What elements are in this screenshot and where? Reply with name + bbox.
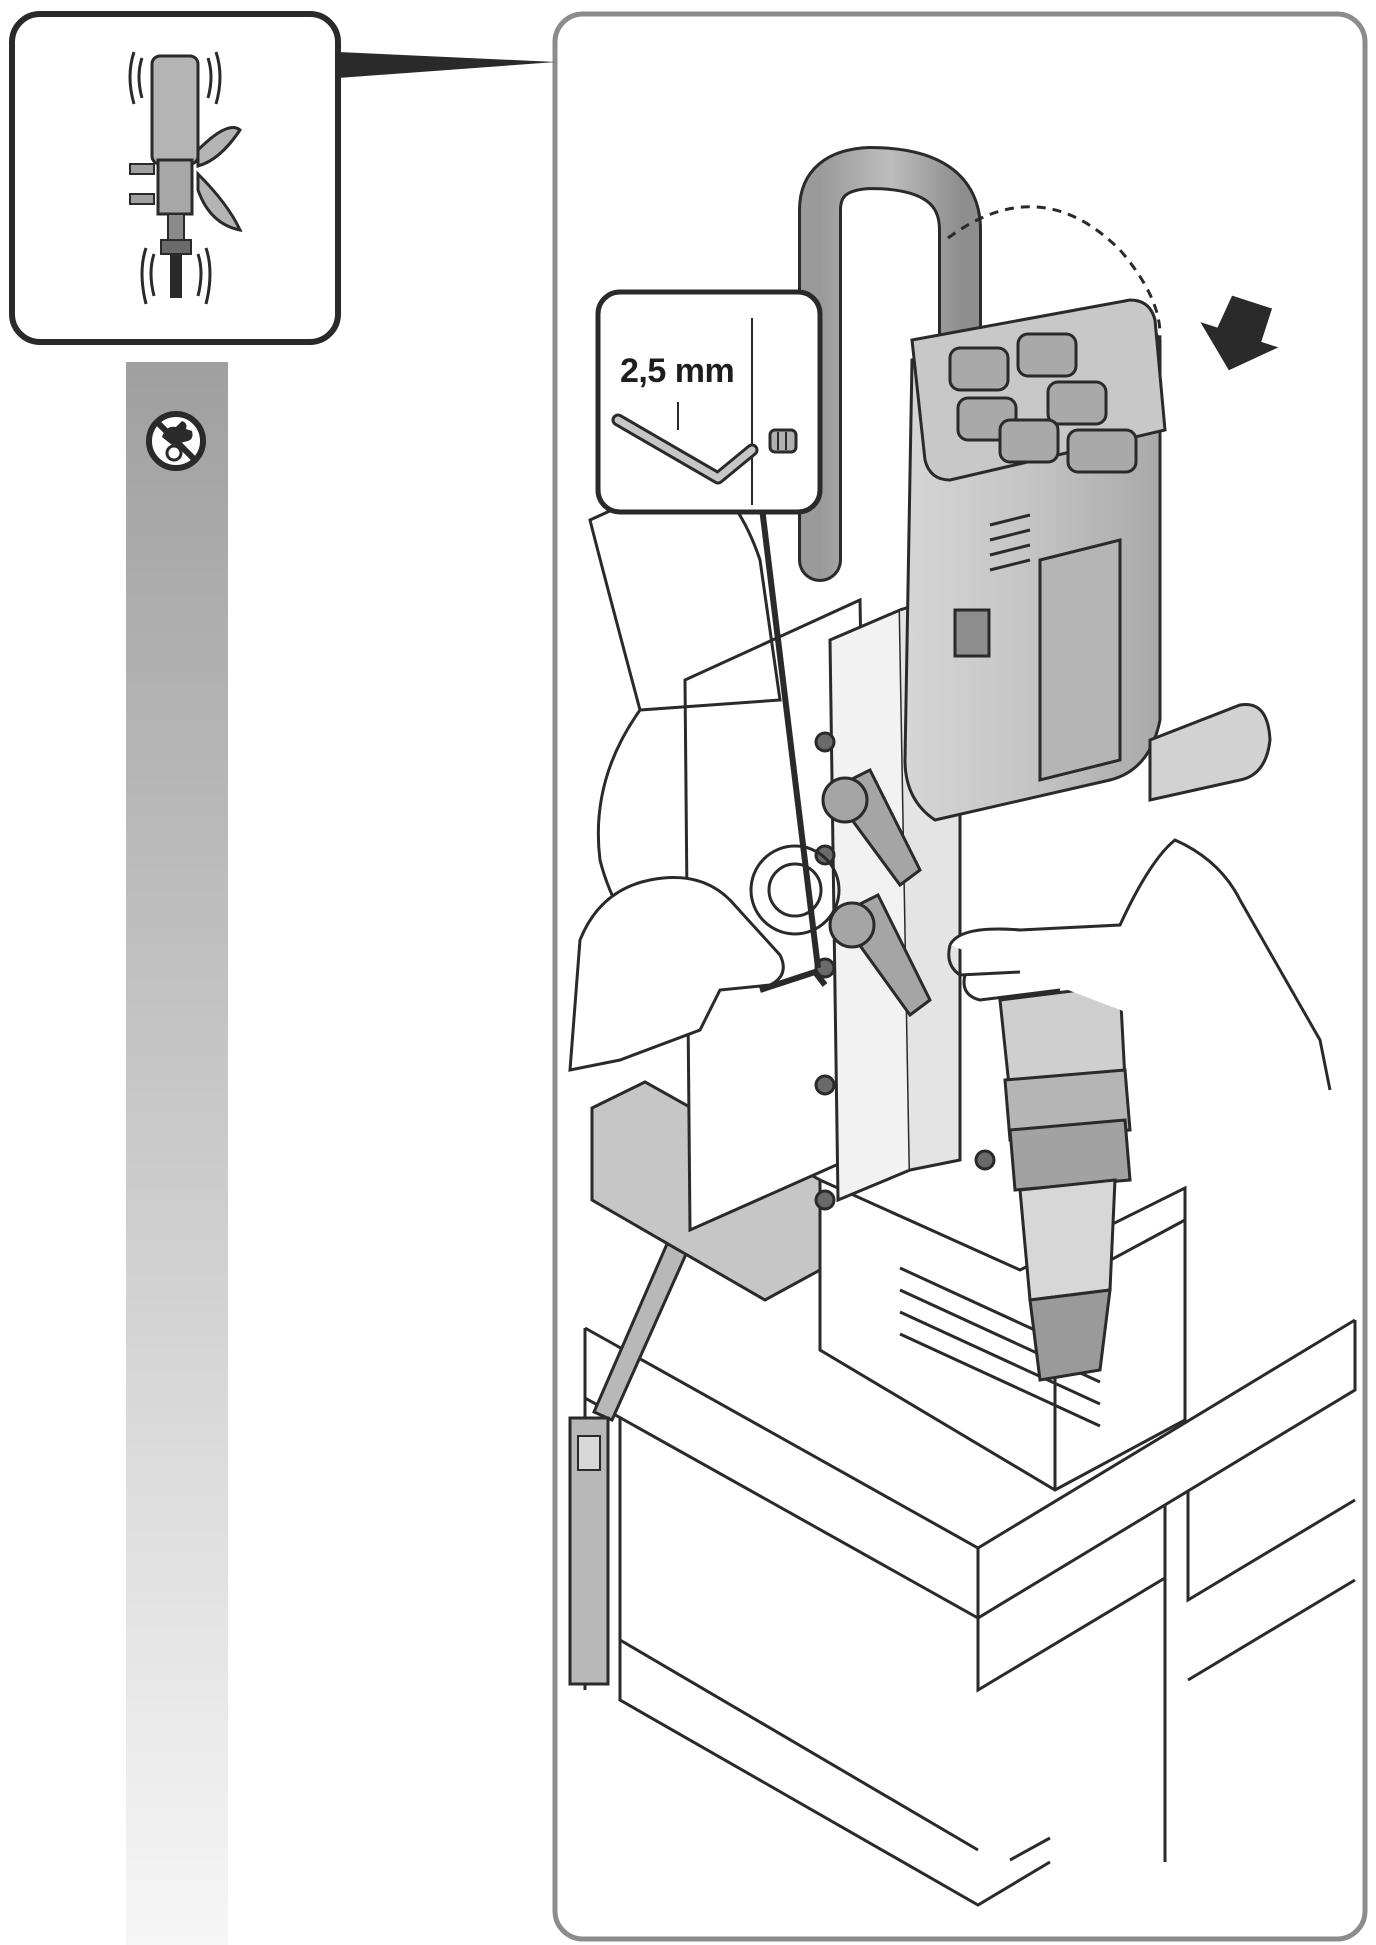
left-hand: [568, 876, 785, 1072]
panel-button-zero[interactable]: [1066, 428, 1138, 474]
panel-button-plus[interactable]: [1046, 380, 1108, 426]
panel-button-1[interactable]: [948, 346, 1010, 392]
feed-levers: [821, 767, 932, 1018]
panel-button-minus[interactable]: [998, 418, 1060, 464]
callout-leader: [759, 507, 821, 969]
hex-key-callout: [595, 289, 823, 515]
control-panel: [910, 298, 1167, 482]
hex-key-in-hand: [759, 968, 828, 993]
carry-handle: [798, 145, 982, 582]
warning-bar: [126, 362, 228, 1945]
handle-swing-path: [947, 205, 1162, 371]
set-screw-icon: [768, 428, 798, 454]
no-hand-contact-rotating-icon: [146, 411, 206, 471]
hex-key-size-label: 2,5 mm: [620, 352, 735, 390]
vibrating-drill-icon: [128, 51, 243, 305]
detail-connector: [338, 52, 556, 78]
right-hand: [948, 838, 1332, 1091]
detail-inset: [9, 11, 341, 345]
panel-button-minus-top[interactable]: [1016, 332, 1078, 378]
side-handle: [1148, 702, 1272, 802]
right-hand-fingers: [947, 944, 1061, 1002]
arrow-down-icon: [1200, 295, 1279, 371]
hex-key-icon: [611, 413, 759, 485]
